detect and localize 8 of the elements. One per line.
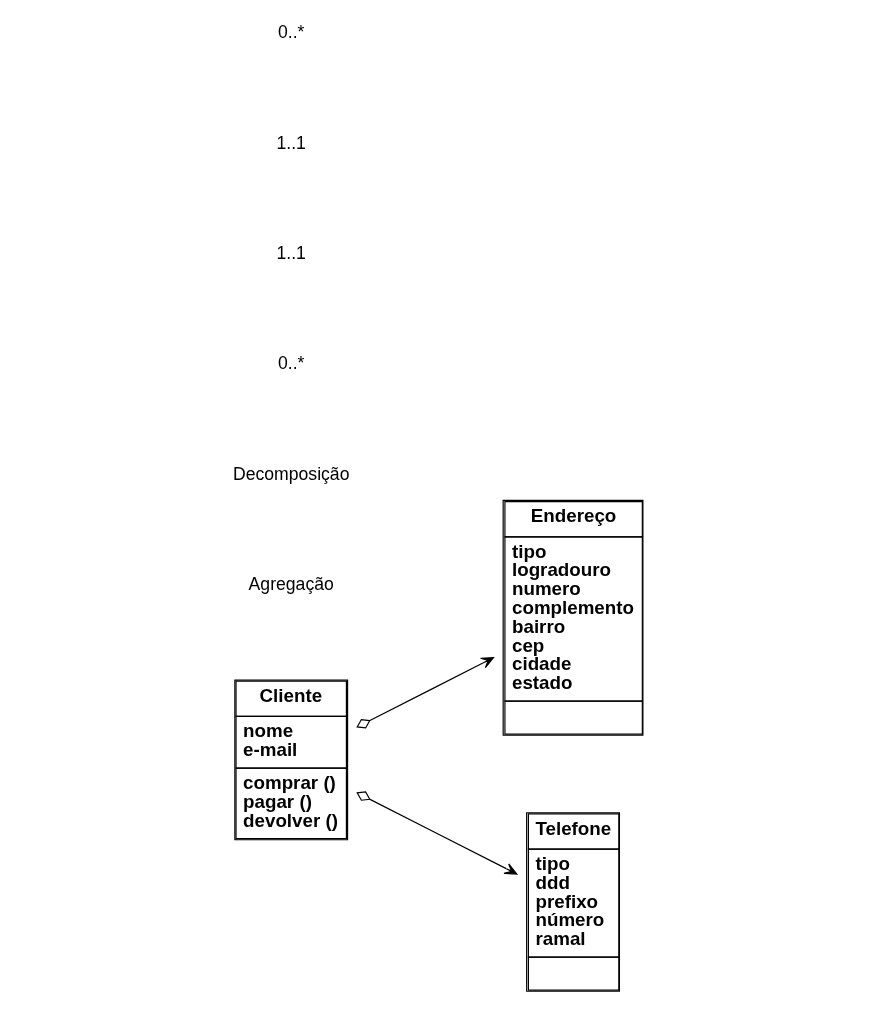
label: 0..* — [277, 22, 304, 43]
arrow — [355, 657, 494, 729]
label: 1..1 — [276, 243, 306, 264]
label: Agregação — [248, 574, 334, 595]
label: 0..* — [277, 353, 304, 374]
label: Decomposição — [232, 463, 349, 484]
label: 1..1 — [276, 132, 306, 153]
arrow — [355, 791, 517, 875]
